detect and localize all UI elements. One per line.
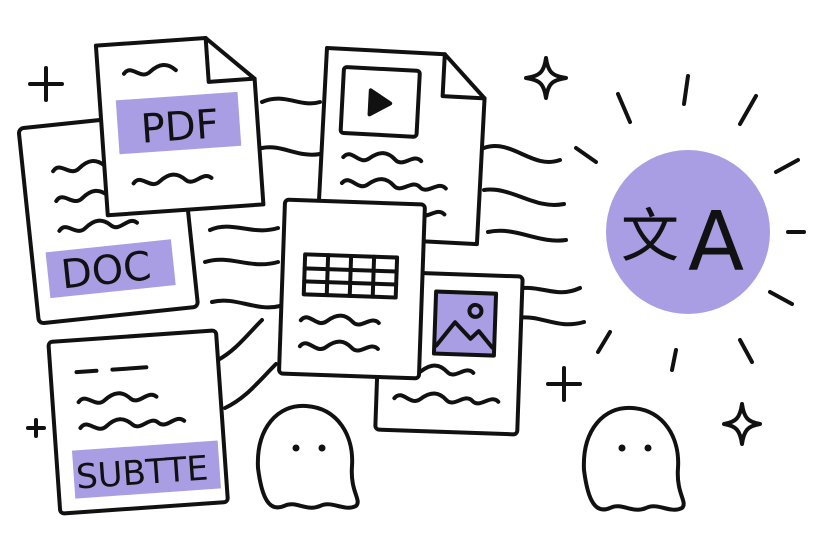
doc-label: DOC	[59, 243, 154, 298]
translate-target-glyph: A	[688, 195, 744, 290]
subtitle-document	[46, 328, 230, 516]
pdf-label: PDF	[139, 101, 220, 152]
doc-label-highlight	[45, 239, 176, 299]
translate-source-glyph: 文	[621, 202, 679, 270]
ghost-blob-icon	[255, 403, 686, 512]
sparkle-icon	[26, 56, 762, 446]
subtitle-label: SUBTTE	[75, 448, 210, 497]
spreadsheet-document	[277, 197, 427, 381]
translate-rays	[574, 74, 806, 372]
translate-icon	[606, 150, 770, 314]
pdf-document	[93, 35, 266, 218]
